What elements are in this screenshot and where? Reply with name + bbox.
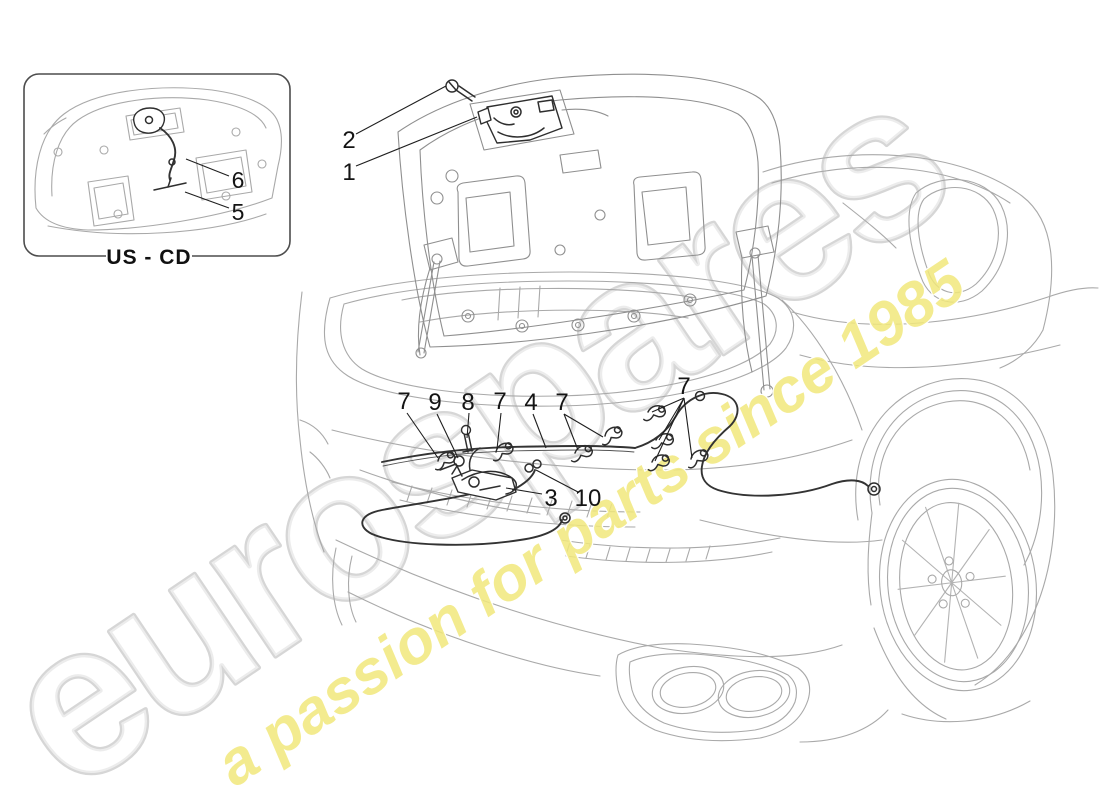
callout-labels: 2 1 7 9 8 7 4 7 7 3 10 xyxy=(342,127,690,512)
inset-leader-lines xyxy=(184,158,230,209)
trunk-lid-drawing xyxy=(397,73,782,398)
fixing-screw xyxy=(460,424,474,453)
inset-panel: 6 5 US - CD xyxy=(23,73,291,269)
callout-label-1: 1 xyxy=(342,159,355,186)
inset-caption-bg xyxy=(106,244,192,268)
lid-lock-latch xyxy=(477,95,563,144)
callout-label-3: 3 xyxy=(544,485,557,512)
inset-caption: US - CD xyxy=(106,246,191,269)
cable-clips xyxy=(434,401,710,475)
leader-lines xyxy=(355,85,693,495)
callout-label-7c: 7 xyxy=(555,389,568,416)
callout-label-7d: 7 xyxy=(677,373,690,400)
callout-label-5: 5 xyxy=(232,199,245,225)
cable-assembly-drawing xyxy=(361,79,881,546)
exhaust-tips xyxy=(615,643,811,742)
car-body-drawing xyxy=(295,154,1099,743)
rear-wheel xyxy=(878,478,1038,692)
callout-label-7b: 7 xyxy=(493,388,506,415)
callout-label-2: 2 xyxy=(342,127,355,154)
callout-label-10: 10 xyxy=(575,485,602,512)
callout-label-6: 6 xyxy=(232,167,245,193)
inset-lid-drawing xyxy=(34,87,282,235)
callout-label-8: 8 xyxy=(461,389,474,416)
callout-label-9: 9 xyxy=(428,389,441,416)
lock-actuator xyxy=(439,447,517,501)
callout-label-7a: 7 xyxy=(397,388,410,415)
callout-label-4: 4 xyxy=(524,389,537,416)
inset-emergency-release xyxy=(133,107,187,191)
